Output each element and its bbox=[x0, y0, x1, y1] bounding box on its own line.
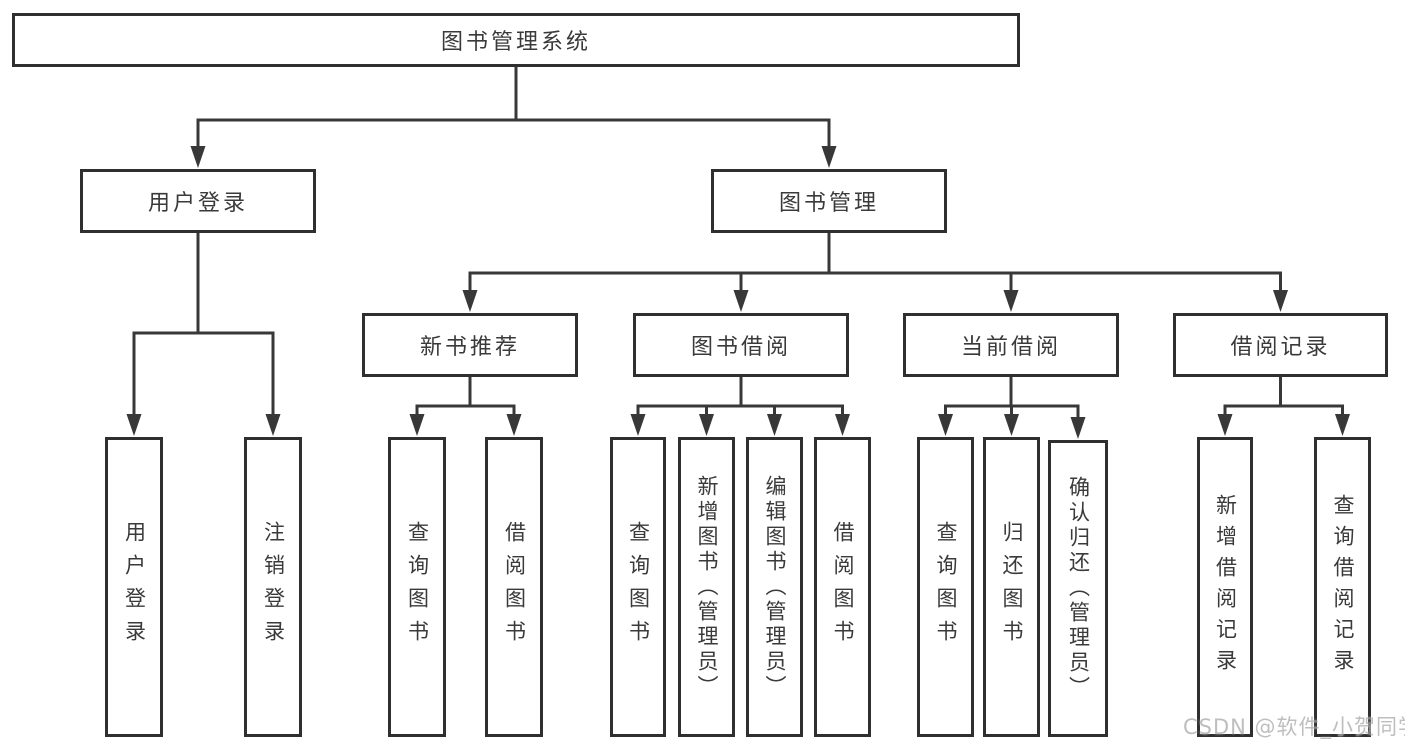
node-bb-edit-label: 编辑图书（管理员） bbox=[763, 474, 787, 700]
arrowhead-icon bbox=[733, 290, 749, 312]
node-mgmt: 图书管理 bbox=[711, 169, 947, 233]
node-book-borrow: 图书借阅 bbox=[633, 313, 849, 377]
arrowhead-icon bbox=[699, 414, 714, 436]
node-logout-label: 注销登录 bbox=[261, 521, 286, 653]
node-bb-add: 新增图书（管理员） bbox=[678, 437, 735, 737]
arrowhead-icon bbox=[409, 414, 425, 436]
arrowhead-icon bbox=[265, 414, 281, 436]
node-borrow-records: 借阅记录 bbox=[1173, 313, 1388, 377]
arrowhead-icon bbox=[1070, 417, 1086, 439]
arrowhead-icon bbox=[126, 414, 142, 436]
node-bb-edit: 编辑图书（管理员） bbox=[746, 437, 803, 737]
node-br-add-label: 新增借阅记录 bbox=[1213, 494, 1238, 680]
node-current-borrow-label: 当前借阅 bbox=[960, 335, 1061, 360]
arrowhead-icon bbox=[1004, 414, 1019, 436]
node-cb-return: 归还图书 bbox=[983, 437, 1040, 737]
arrowhead-icon bbox=[1217, 414, 1233, 436]
arrowhead-icon bbox=[1335, 414, 1350, 436]
arrowhead-icon bbox=[1273, 290, 1288, 312]
node-current-borrow: 当前借阅 bbox=[903, 313, 1119, 377]
node-bb-borrow-label: 借阅图书 bbox=[831, 521, 855, 653]
node-nb-query: 查询图书 bbox=[388, 437, 446, 737]
watermark: CSDN @软件_小贺同学 bbox=[1183, 715, 1405, 739]
node-nb-query-label: 查询图书 bbox=[405, 521, 430, 653]
node-login-action-label: 用户登录 bbox=[122, 521, 147, 653]
arrowhead-icon bbox=[821, 146, 837, 168]
node-borrow-records-label: 借阅记录 bbox=[1230, 335, 1331, 360]
arrowhead-icon bbox=[630, 414, 646, 436]
arrowhead-icon bbox=[938, 414, 953, 436]
node-book-borrow-label: 图书借阅 bbox=[690, 335, 791, 360]
node-br-add: 新增借阅记录 bbox=[1197, 437, 1253, 737]
node-login-action: 用户登录 bbox=[105, 437, 163, 737]
node-br-query-label: 查询借阅记录 bbox=[1331, 494, 1355, 680]
node-br-query: 查询借阅记录 bbox=[1314, 437, 1371, 737]
node-cb-confirm: 确认归还（管理员） bbox=[1048, 440, 1108, 737]
node-bb-borrow: 借阅图书 bbox=[814, 437, 871, 737]
node-bb-add-label: 新增图书（管理员） bbox=[695, 474, 719, 700]
arrowhead-icon bbox=[462, 290, 478, 312]
node-nb-borrow: 借阅图书 bbox=[485, 437, 543, 737]
arrowhead-icon bbox=[190, 146, 206, 168]
arrowhead-icon bbox=[835, 414, 850, 436]
node-login-label: 用户登录 bbox=[147, 191, 248, 216]
node-mgmt-label: 图书管理 bbox=[778, 191, 879, 216]
node-logout: 注销登录 bbox=[244, 437, 302, 737]
arrowhead-icon bbox=[506, 414, 522, 436]
node-cb-return-label: 归还图书 bbox=[1000, 521, 1024, 653]
node-bb-query-label: 查询图书 bbox=[626, 521, 651, 653]
node-root-label: 图书管理系统 bbox=[440, 30, 591, 55]
node-nb-borrow-label: 借阅图书 bbox=[502, 521, 527, 653]
node-cb-confirm-label: 确认归还（管理员） bbox=[1066, 476, 1091, 701]
node-login: 用户登录 bbox=[80, 169, 316, 233]
node-new-books: 新书推荐 bbox=[362, 313, 578, 377]
node-root: 图书管理系统 bbox=[12, 13, 1020, 67]
node-bb-query: 查询图书 bbox=[610, 437, 666, 737]
node-new-books-label: 新书推荐 bbox=[419, 335, 520, 360]
arrowhead-icon bbox=[767, 414, 782, 436]
node-cb-query: 查询图书 bbox=[917, 437, 974, 737]
node-cb-query-label: 查询图书 bbox=[934, 521, 958, 653]
arrowhead-icon bbox=[1003, 290, 1019, 312]
